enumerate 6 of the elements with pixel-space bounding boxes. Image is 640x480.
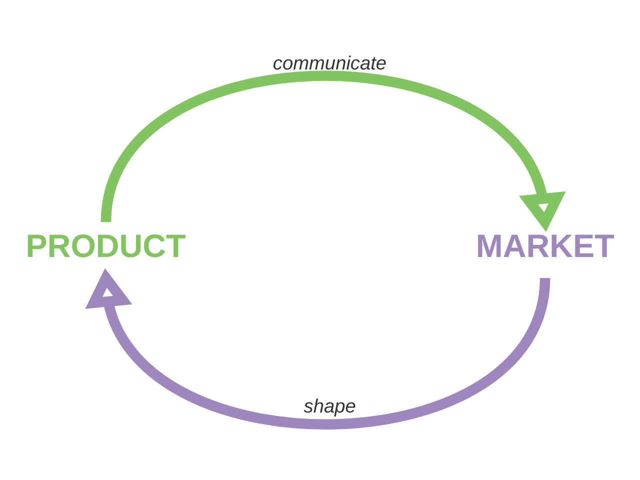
edge-label: shape [304, 396, 356, 417]
node-text: PRODUCT [26, 227, 186, 264]
node-text: MARKET [476, 227, 614, 264]
arrow [100, 70, 566, 232]
edge-label: communicate [272, 53, 387, 74]
arrow [85, 268, 550, 429]
